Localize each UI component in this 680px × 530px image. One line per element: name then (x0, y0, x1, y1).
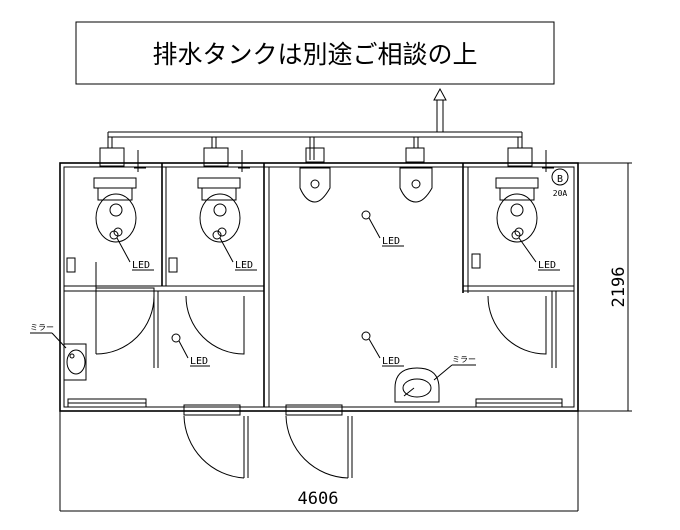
mirror-center: ミラー (433, 355, 476, 381)
mirror-label: ミラー (452, 355, 476, 364)
mirror-label: ミラー (30, 323, 54, 332)
breaker-rating: 20A (553, 189, 568, 198)
urinal-2 (399, 147, 433, 203)
breaker-symbol: B 20A (551, 168, 569, 198)
led-light-2: LED (212, 230, 257, 271)
note-frame (75, 21, 555, 85)
led-light-5: LED (361, 331, 404, 367)
building-outline (59, 162, 579, 412)
drain-pipe-arrow (433, 87, 447, 132)
toilet-stall-1 (66, 147, 155, 355)
led-light-4: LED (361, 210, 404, 247)
led-label: LED (235, 260, 253, 271)
entrance-door-2 (285, 404, 353, 479)
toilet-stall-3 (471, 147, 554, 355)
front-window-right (475, 398, 563, 408)
entrance-door-1 (183, 404, 249, 479)
washbasin-left (63, 343, 87, 381)
toilet-stall-2 (168, 147, 250, 355)
led-light-1: LED (109, 230, 154, 271)
drainage-tank-note: 排水タンクは別途ご相談の上 (75, 21, 555, 85)
led-label: LED (382, 236, 400, 247)
led-label: LED (538, 260, 556, 271)
washbasin-center (394, 367, 440, 403)
breaker-letter: B (557, 174, 563, 185)
led-label: LED (190, 356, 208, 367)
led-label: LED (382, 356, 400, 367)
width-dimension-text: 4606 (298, 489, 339, 509)
depth-dimension: 2196 (578, 162, 632, 412)
drain-pipe-header (107, 131, 523, 160)
front-window-left (67, 398, 147, 408)
led-label: LED (132, 260, 150, 271)
led-light-3: LED (511, 230, 560, 271)
width-dimension: 4606 (298, 489, 339, 509)
urinal-1 (299, 147, 331, 203)
mirror-left: ミラー (30, 323, 67, 349)
note-text: 排水タンクは別途ご相談の上 (152, 40, 477, 69)
depth-dimension-text: 2196 (609, 267, 629, 308)
interior-walls (64, 163, 574, 407)
led-light-6: LED (171, 333, 210, 367)
entrance-area-outline (59, 411, 579, 512)
